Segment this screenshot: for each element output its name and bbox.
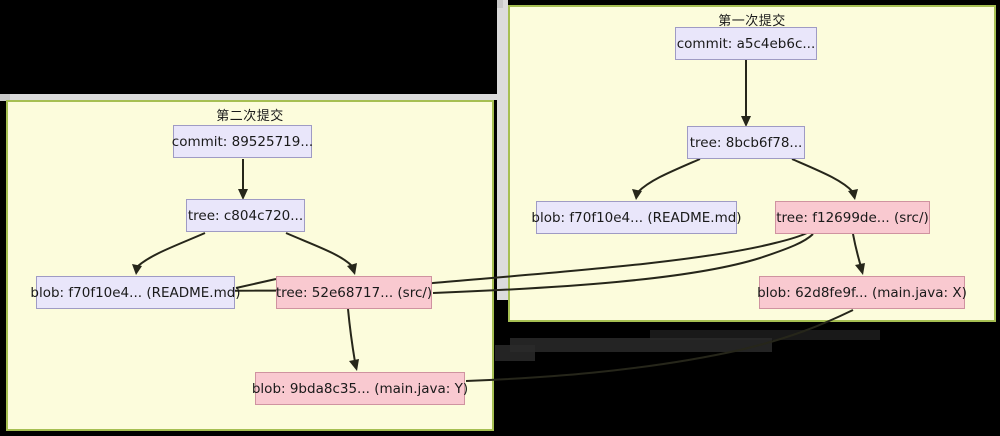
node-blob-f70f10e4-readme-second[interactable]: blob: f70f10e4... (README.md): [30, 276, 241, 309]
node-label: tree: 52e68717... (src/): [275, 284, 433, 301]
node-commit-a5c4eb6c[interactable]: commit: a5c4eb6c...: [675, 27, 817, 60]
node-label: tree: 8bcb6f78...: [689, 134, 803, 151]
node-tree-8bcb6f78[interactable]: tree: 8bcb6f78...: [687, 126, 805, 159]
artifact-band-c: [495, 345, 535, 361]
artifact-band-a: [510, 338, 772, 352]
node-label: tree: c804c720...: [187, 207, 304, 224]
node-tree-52e68717-src[interactable]: tree: 52e68717... (src/): [276, 276, 432, 309]
node-label: blob: 9bda8c35... (main.java: Y): [251, 380, 469, 397]
page-strip-middle: [497, 0, 508, 300]
node-tree-c804c720[interactable]: tree: c804c720...: [186, 199, 305, 232]
node-tree-f12699de-src[interactable]: tree: f12699de... (src/): [775, 201, 930, 234]
node-label: blob: f70f10e4... (README.md): [30, 284, 241, 301]
panel-second-commit-title: 第二次提交: [216, 109, 284, 124]
page-strip-upper: [10, 94, 500, 100]
node-blob-9bda8c35-mainjava-y[interactable]: blob: 9bda8c35... (main.java: Y): [251, 372, 469, 405]
page-strip-top: [497, 0, 503, 8]
node-label: commit: 89525719...: [171, 133, 314, 150]
node-label: blob: f70f10e4... (README.md): [531, 209, 742, 226]
node-commit-89525719[interactable]: commit: 89525719...: [171, 125, 314, 158]
node-blob-62d8fe9f-mainjava-x[interactable]: blob: 62d8fe9f... (main.java: X): [757, 276, 967, 309]
node-label: blob: 62d8fe9f... (main.java: X): [757, 284, 967, 301]
node-label: commit: a5c4eb6c...: [676, 35, 816, 52]
node-blob-f70f10e4-readme-first[interactable]: blob: f70f10e4... (README.md): [531, 201, 742, 234]
artifact-band-b: [650, 330, 880, 340]
panel-first-commit-title: 第一次提交: [718, 14, 786, 29]
node-label: tree: f12699de... (src/): [776, 209, 929, 226]
